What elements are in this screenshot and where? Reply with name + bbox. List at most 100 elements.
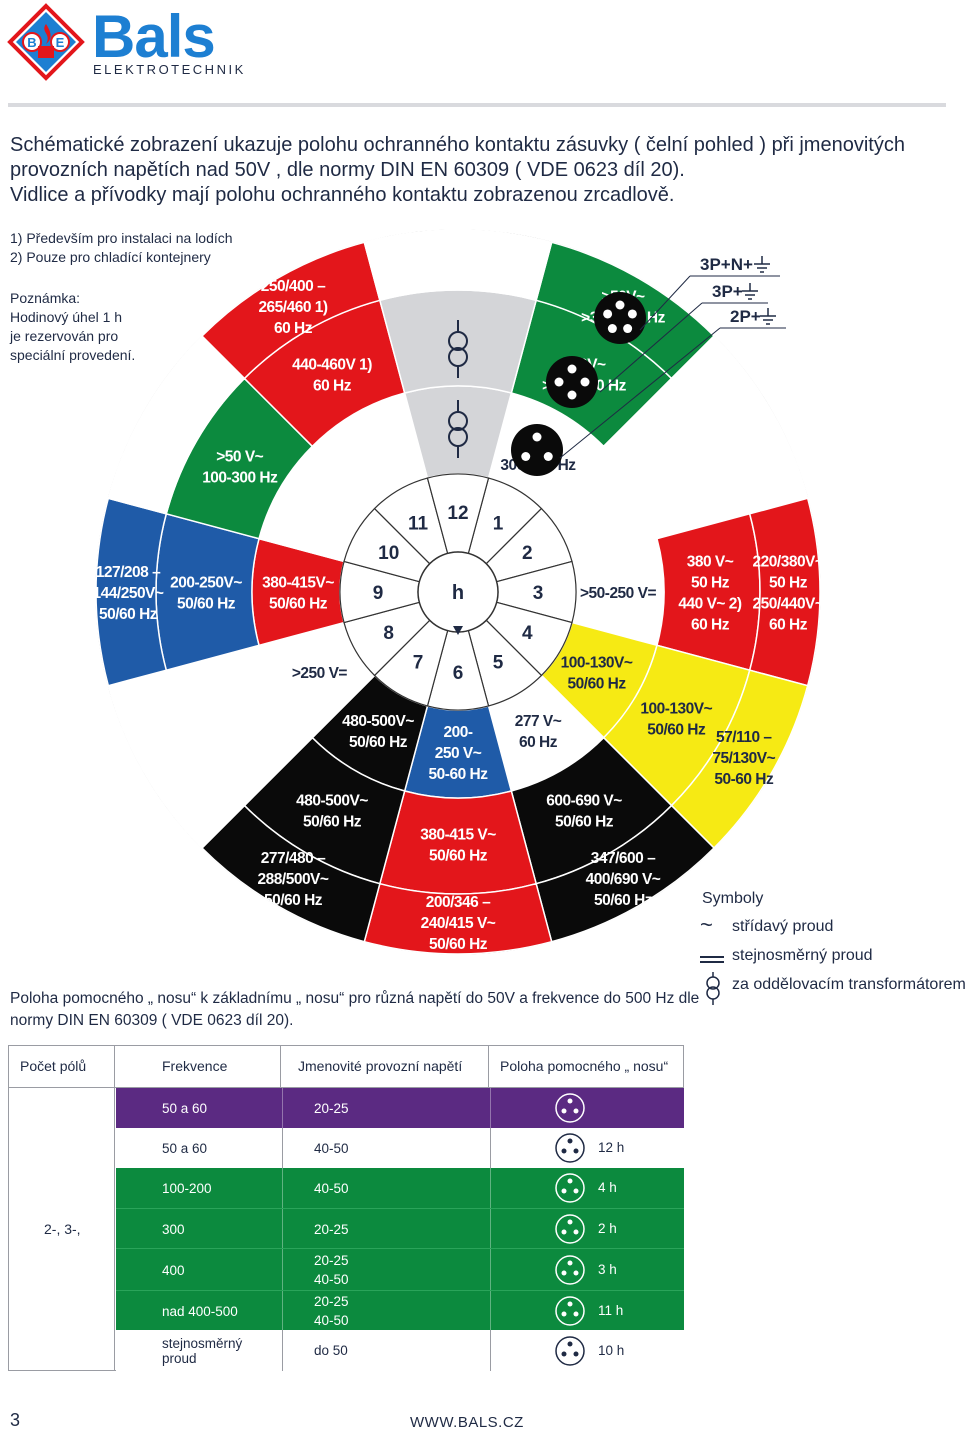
col-divider: [282, 1128, 283, 1168]
remark-line: Hodinový úhel 1 h: [10, 309, 123, 325]
hour-label-11: 11: [408, 514, 429, 535]
sector-label: 57/110 –: [716, 729, 772, 746]
sector-label: 50/60 Hz: [647, 722, 706, 739]
remark-note: Poznámka: Hodinový úhel 1 h je rezervová…: [10, 289, 135, 365]
socket-position-icon: [555, 1093, 585, 1123]
sector-label: 60 Hz: [769, 617, 808, 634]
freq-cell: 400: [162, 1262, 185, 1278]
sector-label: 380-415V~: [262, 575, 334, 592]
sector-label: 220/380V~: [753, 554, 824, 571]
socket-pin: [580, 377, 590, 387]
sector-label: 347/600 –: [591, 850, 656, 867]
sector-label: 50/60 Hz: [429, 936, 488, 953]
col-divider: [490, 1088, 491, 1128]
voltage-cell: 40-50: [314, 1180, 349, 1196]
sector-label: 200-: [443, 724, 472, 741]
freq-cell: nad 400-500: [162, 1303, 238, 1319]
sector-label: 127/208 –: [96, 564, 161, 581]
sector-h9-ring2: [155, 512, 260, 672]
symbol-label-ac: střídavý proud: [732, 918, 834, 935]
intro-line: Schématické zobrazení ukazuje polohu och…: [10, 134, 905, 156]
position-cell: 12 h: [598, 1140, 625, 1155]
sector-label: 600-690 V~: [546, 793, 622, 810]
sector-label: 480-500V~: [342, 713, 414, 730]
hour-label-8: 8: [383, 623, 394, 644]
poles-value: 2-, 3-,: [44, 1221, 81, 1237]
footnote: 2) Pouze pro chladící kontejnery: [10, 249, 211, 265]
voltage-cell: do 50: [314, 1343, 348, 1358]
sector-label: 50/60 Hz: [555, 814, 614, 831]
col-divider: [490, 1249, 491, 1290]
freq-cell: stejnosměrný proud: [162, 1335, 243, 1366]
sector-label: >50 V~: [216, 449, 263, 466]
socket-pin: [603, 309, 613, 319]
sector-h3-ring2: [656, 512, 761, 672]
sector-label: 250/400 –: [261, 278, 326, 295]
position-cell: 10 h: [598, 1342, 625, 1358]
socket-pin: [532, 432, 542, 442]
sector-label: 50-60 Hz: [429, 766, 489, 783]
sector-label: >50-250 V=: [580, 585, 656, 602]
socket-pin: [607, 324, 617, 334]
center-label: h: [452, 582, 464, 604]
sector-label: 50-60 Hz: [714, 771, 774, 788]
leader-line: [599, 302, 703, 393]
sector-label: 100-300 Hz: [202, 470, 278, 487]
position-cell: 2 h: [598, 1221, 617, 1236]
voltage-cell: 20-25: [314, 1221, 349, 1237]
col-header-poles: Počet pólů: [20, 1058, 87, 1074]
transformer-icon: [448, 331, 468, 351]
intro-paragraph: Schématické zobrazení ukazuje polohu och…: [10, 133, 940, 208]
socket-position-icon: [555, 1214, 585, 1244]
col-divider: [282, 1330, 283, 1371]
tilde-icon: ~: [700, 912, 713, 937]
sector-label: 480-500V~: [296, 793, 368, 810]
sector-label: 60 Hz: [274, 320, 313, 337]
sector-label: 50/60 Hz: [594, 892, 653, 909]
pole-label: 3P+N+: [700, 255, 753, 274]
logo-wordmark: Bals: [92, 3, 216, 70]
socket-pin: [554, 377, 564, 387]
remark-line: speciální provedení.: [10, 347, 136, 363]
voltage-cell: 40-50: [314, 1140, 349, 1156]
pole-label: 3P+: [712, 282, 743, 301]
sector-label: 50/60 Hz: [269, 596, 328, 613]
aux-nose-description: Poloha pomocného „ nosu“ k základnímu „ …: [10, 990, 700, 1029]
sector-label: 240/415 V~: [421, 915, 496, 932]
socket-position-icon: [555, 1296, 585, 1326]
socket-pin: [567, 390, 577, 400]
sector-label: 380-415 V~: [420, 827, 496, 844]
website-link[interactable]: WWW.BALS.CZ: [410, 1414, 524, 1431]
sector-h3-ring3: [748, 497, 821, 687]
pole-label: 2P+: [730, 307, 761, 326]
sector-label: 50/60 Hz: [568, 676, 627, 693]
sector-label: 50 Hz: [769, 575, 808, 592]
sector-label: 50/60 Hz: [429, 848, 488, 865]
col-divider: [282, 1168, 283, 1208]
col-divider: [490, 1291, 491, 1330]
transformer-icon: [448, 411, 468, 431]
sector-label: 50/60 Hz: [349, 734, 408, 751]
sector-label: 380 V~: [687, 554, 734, 571]
col-header-voltage: Jmenovité provozní napětí: [298, 1058, 463, 1074]
sector-label: 50/60 Hz: [99, 606, 158, 623]
col-divider: [282, 1291, 283, 1330]
page-number: 3: [10, 1410, 21, 1430]
sector-label: 277 V~: [515, 713, 562, 730]
logo-subtitle: ELEKTROTECHNIK: [93, 62, 246, 77]
sector-label: 50/60 Hz: [177, 596, 236, 613]
socket-pin: [627, 309, 637, 319]
sector-label: 100-130V~: [561, 655, 633, 672]
col-divider: [490, 1209, 491, 1248]
col-divider: [282, 1088, 283, 1128]
hour-label-5: 5: [493, 652, 504, 673]
hour-label-10: 10: [378, 543, 399, 564]
socket-face-icon: [594, 292, 646, 344]
voltage-cell: 20-25 40-50: [314, 1294, 349, 1328]
col-header-position: Poloha pomocného „ nosu“: [500, 1058, 669, 1074]
svg-text:B: B: [27, 35, 36, 50]
